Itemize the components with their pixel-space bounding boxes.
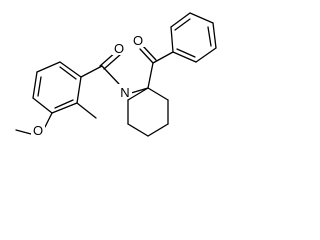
ring1-double-bond-inner-2: [54, 99, 74, 109]
methoxy-group: O: [15, 112, 53, 138]
ring1-bond-c1-c2: [36, 61, 61, 73]
phenyl-double-bond-inner-3: [176, 48, 196, 58]
phenyl-double-bond-inner-1: [174, 18, 191, 31]
methyl-bond: [76, 102, 97, 119]
methoxy-bond-ring-o: [44, 112, 53, 128]
ketone-double-bond-1: [139, 48, 154, 64]
amide-nitrogen-label: N: [120, 85, 129, 100]
cyclohexane-bond-3: [147, 123, 169, 137]
bond-n-quaternary-carbon: [130, 87, 149, 94]
phenyl-bond-5: [195, 47, 217, 63]
amide-group: O N: [80, 40, 149, 100]
ring1-bond-c3-c4: [32, 97, 53, 114]
bond-ring-carbonyl: [80, 65, 103, 78]
phenyl-double-bond-inner-2: [207, 26, 212, 47]
amide-oxygen-label: O: [114, 41, 124, 56]
bond-ketone-phenyl: [152, 51, 174, 64]
cyclohexane-bond-1: [147, 87, 169, 101]
phenyl-bond-3: [189, 12, 214, 24]
ring1-bond-c6-c1: [59, 61, 82, 78]
ketone-double-bond-2: [142, 45, 157, 61]
bond-quaternary-ketone-carbon: [147, 62, 154, 89]
cyclohexane-bond-4: [127, 123, 149, 137]
methoxy-methyl-benzene-ring: [32, 61, 82, 114]
ring1-double-bond-inner-1: [37, 76, 42, 97]
bond-carbonyl-n: [101, 65, 120, 85]
ring1-bond-c4-c5: [51, 102, 78, 114]
carbonyl-double-bond-2: [103, 53, 122, 70]
ring1-bond-c2-c3: [32, 71, 38, 99]
phenyl-bond-1: [170, 26, 174, 53]
phenyl-bond-6: [172, 51, 197, 63]
chemical-structure-diagram: O O N O: [15, 12, 217, 138]
ring1-double-bond-inner-3: [59, 66, 77, 80]
phenyl-ring: [170, 12, 217, 63]
ketone-oxygen-label: O: [133, 33, 143, 48]
benzoyl-group: O: [131, 32, 174, 89]
ether-oxygen-label: O: [33, 123, 43, 138]
phenyl-bond-4: [212, 22, 217, 49]
ring1-bond-c5-c6: [76, 76, 82, 104]
cyclohexane-bond-6: [127, 87, 149, 101]
cyclohexane-ring: [127, 87, 169, 137]
methoxy-bond-o-ch3: [15, 129, 32, 135]
phenyl-bond-2: [170, 12, 191, 28]
